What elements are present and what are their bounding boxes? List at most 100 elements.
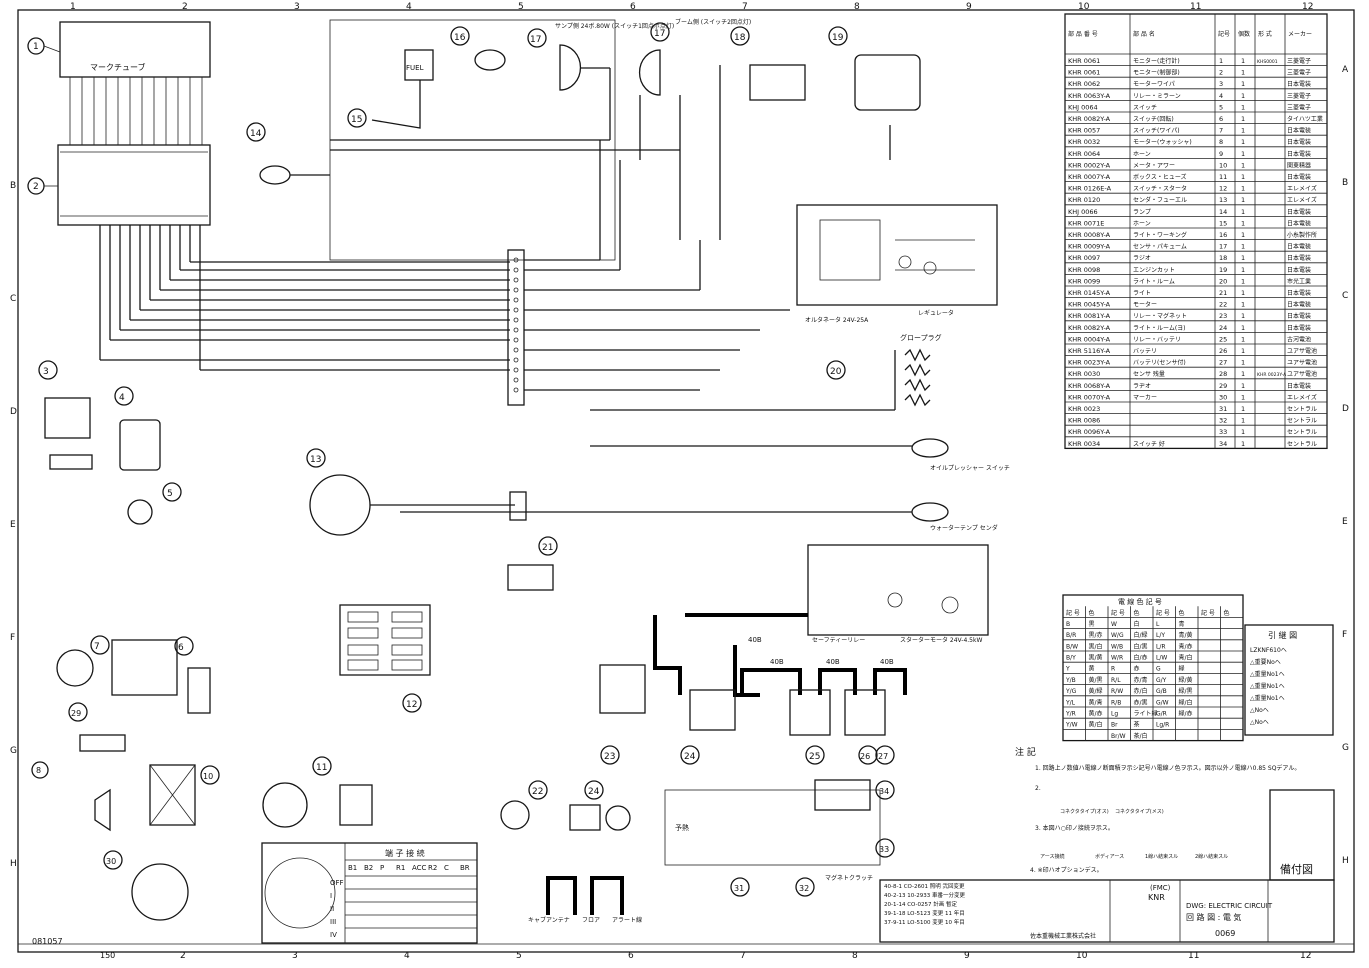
- part-maker-cell: 日本電装: [1287, 208, 1311, 216]
- part-qty-cell: 1: [1241, 138, 1245, 146]
- component-12-number: 12: [406, 700, 417, 710]
- part-symbol-cell: 22: [1219, 301, 1227, 309]
- component-10-number: 10: [203, 772, 213, 781]
- part-maker-cell: 日本電装: [1287, 138, 1311, 146]
- part-maker-cell: 日本電装: [1287, 289, 1311, 297]
- revision-row: 40-8-1 CO-2601 照明 弐回変更: [884, 882, 965, 890]
- part-number-cell: KHR 0082Y-A: [1068, 115, 1111, 123]
- part-qty-cell: 1: [1241, 173, 1245, 181]
- jumper-b-label: フロア: [582, 917, 600, 924]
- ground-straps: [546, 876, 624, 915]
- component-19-number: 19: [832, 33, 844, 43]
- revision-row: 37-9-11 LO-5100 変更 10 年目: [884, 918, 965, 926]
- component-32-callout: [795, 877, 815, 897]
- part-name-cell: ラジオ: [1133, 255, 1151, 262]
- drawing-border: [17, 9, 1355, 953]
- component-17a-callout: [527, 28, 547, 48]
- component-31-number: 31: [734, 884, 744, 893]
- color-code-cell: B/W: [1066, 643, 1078, 650]
- component-28-number: 27: [878, 752, 888, 761]
- note-1: 1. 回路上ノ数値ハ電線ノ断面積ヲ示シ記号ハ電線ノ色ヲ示ス。図示以外ノ電線ハ0.…: [1035, 764, 1300, 772]
- color-header-cell: 記 号: [1156, 609, 1170, 617]
- part-symbol-cell: 33: [1219, 428, 1227, 436]
- component-23-number: 23: [604, 752, 615, 762]
- room-lamp-21: [507, 564, 554, 591]
- parts-header-cell: メーカー: [1288, 31, 1312, 38]
- part-name-cell: ライト・ルーム(ヨ): [1133, 325, 1186, 332]
- component-17b-number: 17: [654, 29, 665, 39]
- part-qty-cell: 1: [1241, 185, 1245, 193]
- parts-header-cell: 個数: [1238, 30, 1250, 38]
- part-name-cell: スイッチ(回転): [1133, 115, 1174, 123]
- part-maker-cell: セントラル: [1287, 441, 1317, 448]
- part-maker-cell: エレメイズ: [1287, 196, 1317, 204]
- component-18-callout: [730, 26, 750, 46]
- part-symbol-cell: 2: [1219, 69, 1223, 77]
- part-qty-cell: 1: [1241, 277, 1245, 285]
- color-code-cell: B: [1066, 621, 1070, 628]
- switch-column-header: ACC: [412, 864, 427, 872]
- component-23-callout: [600, 745, 620, 765]
- part-name-cell: ライト・ルーム: [1133, 278, 1175, 285]
- model-sub: (FMC): [1150, 884, 1171, 892]
- part-maker-cell: 三菱電子: [1287, 103, 1311, 111]
- legend-body: ボディアース: [1095, 853, 1124, 860]
- marker-tube-box: [59, 21, 211, 78]
- color-code-cell: 黒/赤: [1089, 632, 1103, 639]
- component-33-callout: [875, 838, 895, 858]
- part-maker-cell: 関東精器: [1287, 161, 1311, 169]
- color-code-cell: 白/緑: [1134, 631, 1148, 639]
- rotating-switch-6: [111, 639, 178, 696]
- part-qty-cell: 1: [1241, 359, 1245, 367]
- marker-30: [131, 863, 189, 921]
- part-number-cell: KHR 0023Y-A: [1068, 359, 1111, 367]
- part-qty-cell: 1: [1241, 417, 1245, 425]
- part-maker-cell: 日本電装: [1287, 312, 1311, 320]
- part-qty-cell: 1: [1241, 231, 1245, 239]
- reference-item: △重量No1へ: [1250, 670, 1285, 678]
- parts-header-cell: 部 品 名: [1133, 30, 1155, 38]
- component-32-number: 32: [799, 884, 809, 893]
- grid-col-top: 7: [742, 2, 748, 12]
- part-symbol-cell: 29: [1219, 382, 1227, 390]
- part-number-cell: KHR 0098: [1068, 266, 1100, 274]
- part-symbol-cell: 14: [1219, 208, 1227, 216]
- grid-row-right: F: [1342, 630, 1347, 640]
- parts-header-cell: 形 式: [1258, 30, 1272, 38]
- color-code-cell: G/W: [1156, 699, 1169, 706]
- cable-40b-4: 40B: [880, 658, 894, 666]
- part-symbol-cell: 12: [1219, 185, 1227, 193]
- part-number-cell: KHJ 0064: [1068, 103, 1098, 111]
- part-name-cell: モーターワイパ: [1133, 80, 1175, 88]
- lamp-17b-label: ブーム側 (スイッチ2回点灯): [675, 18, 751, 26]
- component-16-number: 16: [454, 33, 466, 43]
- part-qty-cell: 1: [1241, 266, 1245, 274]
- revision-row: 40-2-13 10-2933 車番一分変更: [884, 891, 965, 899]
- revision-row: 20-1-14 CO-0257 計画 暫定: [884, 900, 958, 908]
- wiper-connector: [49, 454, 93, 470]
- part-symbol-cell: 10: [1219, 161, 1227, 169]
- component-25-number: 24: [684, 752, 696, 762]
- part-number-cell: KHR 0061: [1068, 57, 1100, 65]
- part-qty-cell: 1: [1241, 289, 1245, 297]
- connector-strip-pins: [513, 257, 519, 393]
- color-header-cell: 色: [1224, 609, 1230, 617]
- grid-row-left: D: [10, 407, 17, 417]
- drawing-title-en: DWG: ELECTRIC CIRCUIT: [1186, 902, 1273, 910]
- part-maker-cell: 日本電装: [1287, 150, 1311, 158]
- connector-sb: [509, 491, 527, 521]
- component-25-callout: [680, 745, 700, 765]
- safety-relay-starter-box: [807, 544, 989, 636]
- radio-connector-29: [79, 734, 126, 752]
- drawing-number: 0069: [1215, 929, 1235, 938]
- component-21-number: 21: [542, 543, 553, 553]
- grid-col-bottom: 4: [404, 951, 410, 961]
- grid-col-top: 1: [70, 2, 76, 12]
- part-qty-cell: 1: [1241, 150, 1245, 158]
